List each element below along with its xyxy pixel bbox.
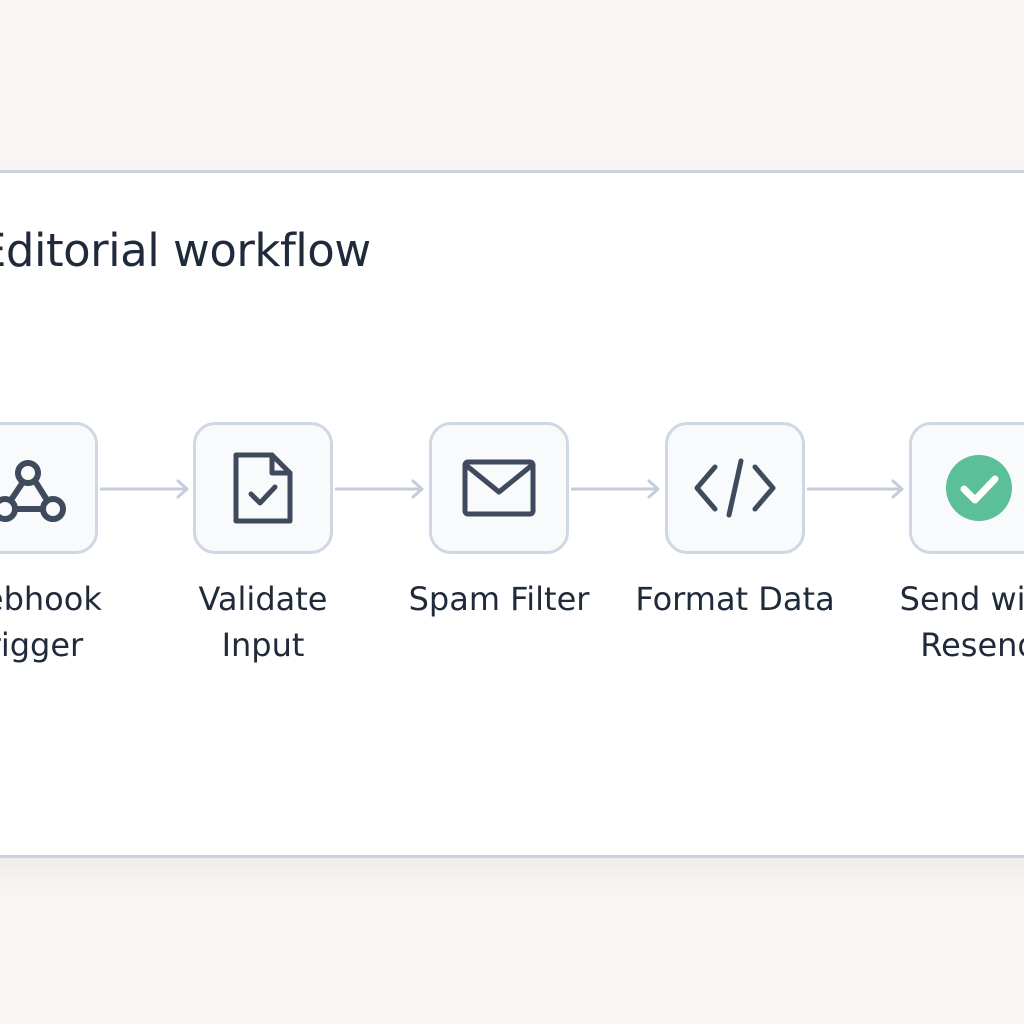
step-node-send-with-resend[interactable] bbox=[909, 422, 1024, 554]
workflow-title: Editorial workflow bbox=[0, 224, 371, 277]
mail-icon bbox=[432, 425, 566, 551]
step-node-spam-filter[interactable] bbox=[429, 422, 569, 554]
step-label-spam-filter: Spam Filter bbox=[408, 580, 590, 618]
connector-arrow-4 bbox=[807, 479, 904, 499]
connector-arrow-1 bbox=[100, 479, 189, 499]
step-label-format-data: Format Data bbox=[635, 580, 835, 618]
step-label-webhook-trigger: Webhook Trigger bbox=[0, 580, 102, 664]
connector-arrow-2 bbox=[335, 479, 424, 499]
webhook-icon bbox=[0, 425, 95, 551]
code-icon bbox=[668, 425, 802, 551]
check-circle-icon bbox=[912, 425, 1024, 551]
step-node-validate-input[interactable] bbox=[193, 422, 333, 554]
step-node-webhook-trigger[interactable] bbox=[0, 422, 98, 554]
step-node-format-data[interactable] bbox=[665, 422, 805, 554]
step-label-validate-input: Validate Input bbox=[198, 580, 328, 664]
connector-arrow-3 bbox=[571, 479, 660, 499]
document-check-icon bbox=[196, 425, 330, 551]
step-label-send-with-resend: Send with Resend bbox=[899, 580, 1024, 664]
